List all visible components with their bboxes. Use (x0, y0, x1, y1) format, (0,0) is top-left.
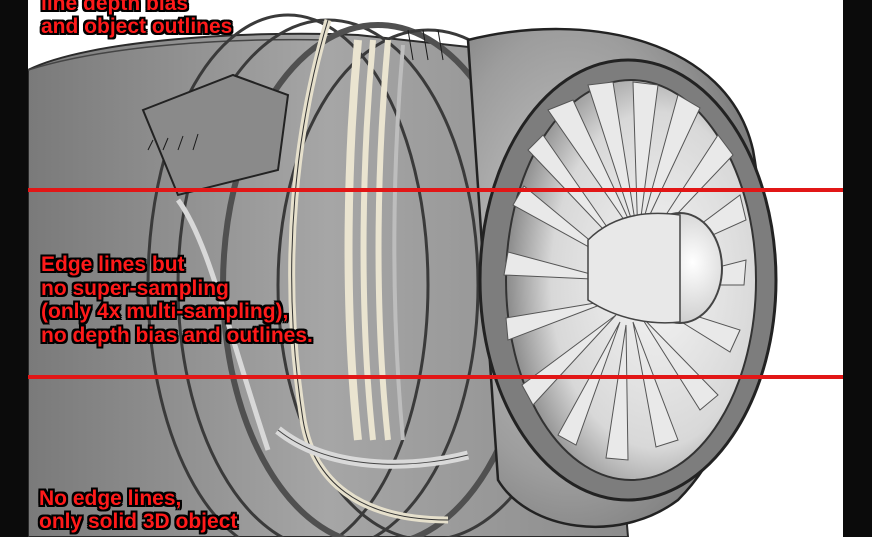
caption-middle-panel: Edge lines but no super-sampling (only 4… (41, 253, 313, 347)
caption-line: line depth bias (41, 0, 189, 15)
panel-divider-top (28, 188, 843, 192)
caption-line: Edge lines but (41, 253, 185, 276)
engine-render-viewport: line depth bias and object outlines Edge… (28, 0, 843, 537)
panel-divider-bottom (28, 375, 843, 379)
left-frame-bar (0, 0, 28, 537)
edge-line-detail (147, 29, 444, 151)
caption-line: only solid 3D object (39, 510, 238, 533)
caption-line: and object outlines (41, 15, 233, 38)
right-frame-bar (843, 0, 872, 537)
spinner-cone (587, 212, 723, 324)
caption-line: No edge lines, (39, 487, 182, 510)
caption-bottom-panel: No edge lines, only solid 3D object (39, 487, 237, 533)
caption-line: (only 4x multi-sampling), (41, 300, 289, 323)
caption-line: no super-sampling (41, 276, 229, 300)
caption-line: no depth bias and outlines. (41, 323, 313, 347)
jet-engine-illustration (28, 13, 778, 537)
caption-top-panel: line depth bias and object outlines (41, 0, 232, 38)
